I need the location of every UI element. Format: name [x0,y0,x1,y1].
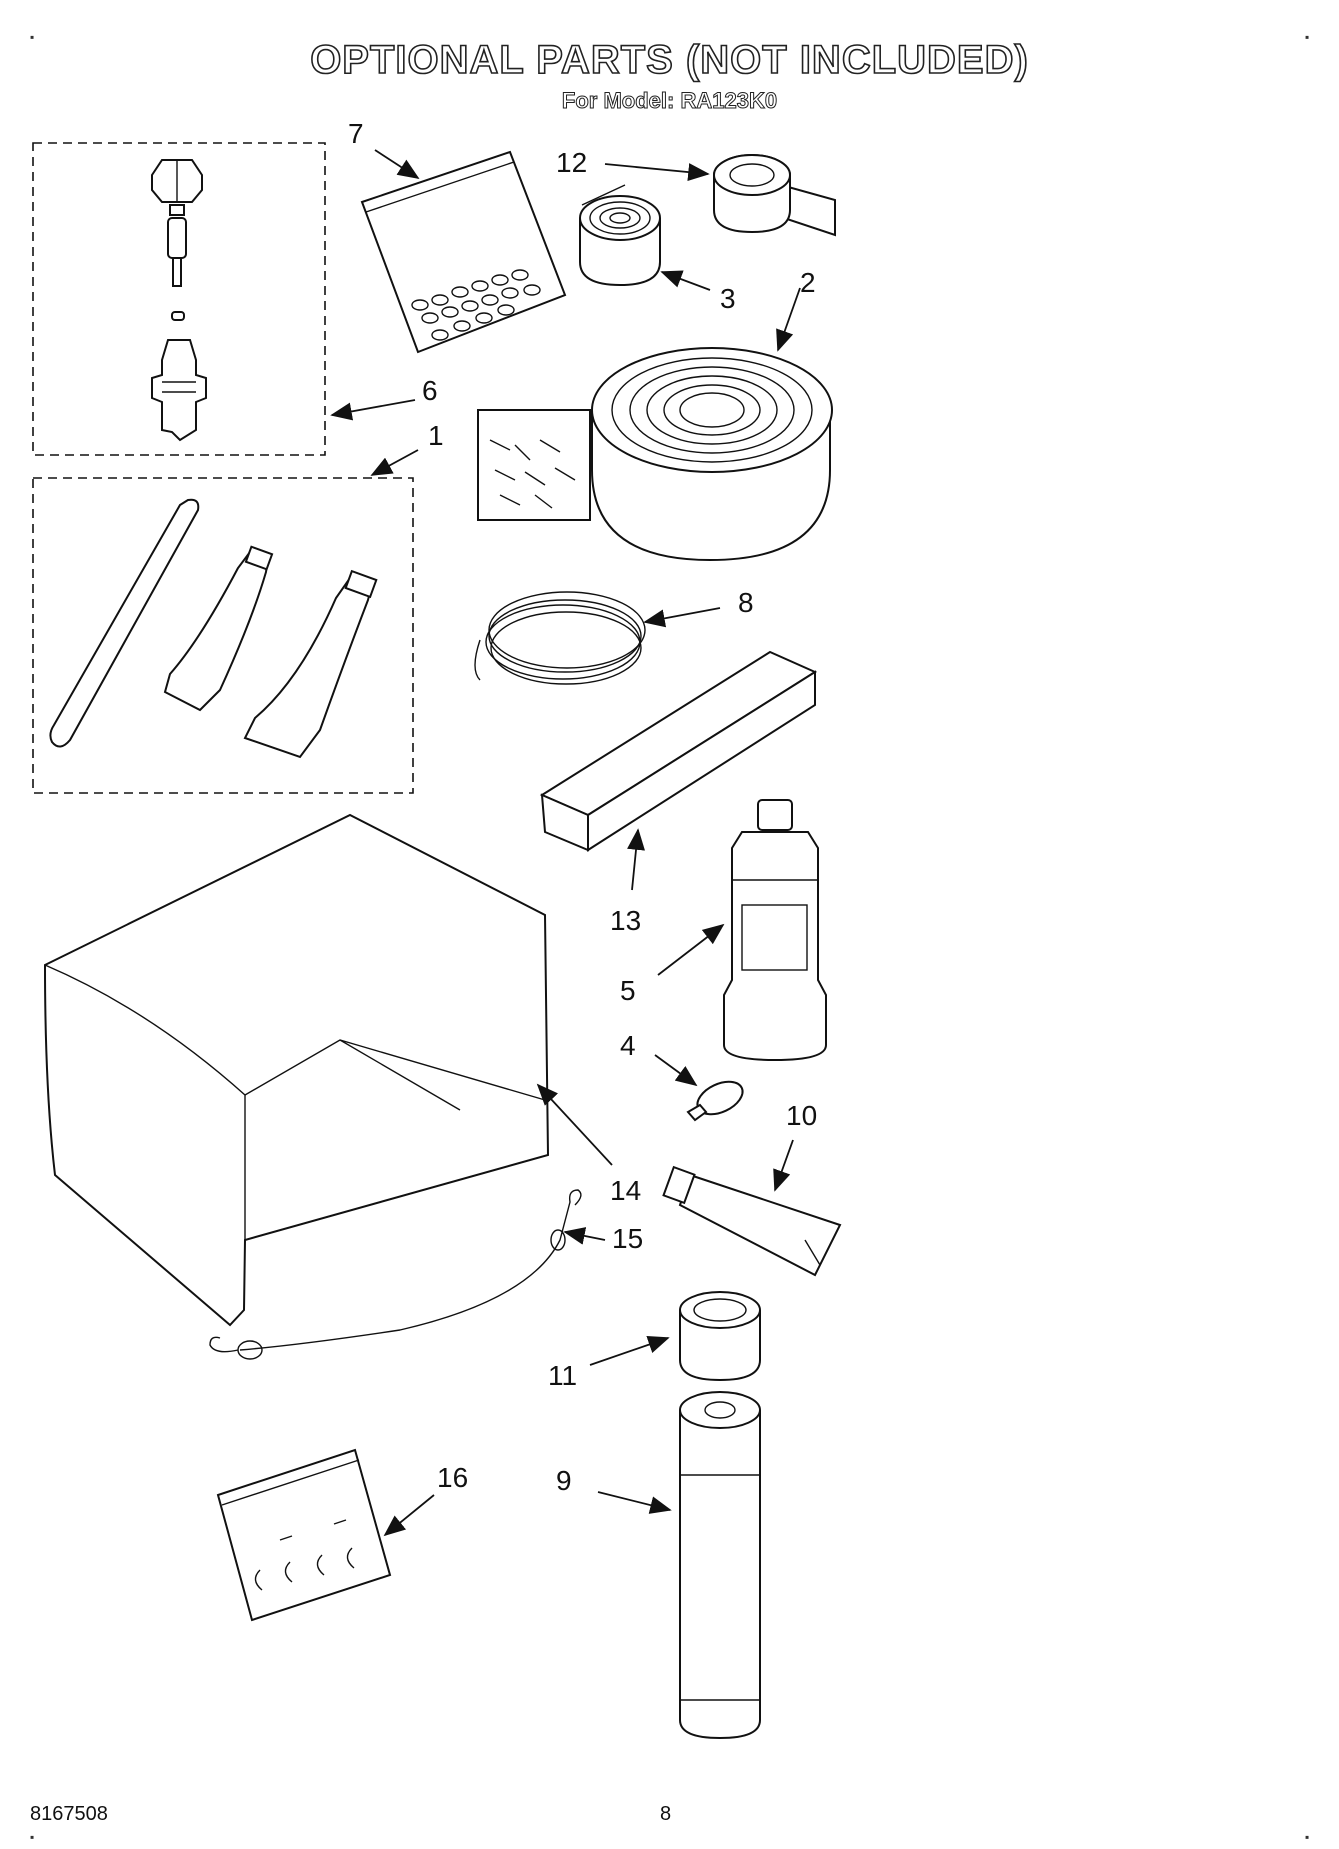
leader-2 [776,287,801,352]
part-5-bottle [723,799,827,1062]
leader-11 [589,1335,670,1366]
leader-16 [383,1494,435,1537]
part-10-tube [662,1165,842,1277]
callout-15: 15 [612,1223,643,1254]
part-11-coupling [679,1291,761,1382]
corner-mark-top-right: ▪ [1305,30,1310,44]
callout-13: 13 [610,905,641,936]
corner-mark-bottom-left: ▪ [30,1830,35,1844]
part-9-spray-can [679,1391,761,1740]
part-8-coiled-wire [474,591,646,685]
part-number: 8167508 [30,1803,108,1825]
callout-6: 6 [422,375,438,406]
leader-10 [773,1139,794,1192]
part-16-clip-bag [216,1448,392,1622]
leader-9 [597,1491,672,1514]
callout-3: 3 [720,283,736,314]
callout-12: 12 [556,147,587,178]
part-2-insulation-roll [477,347,833,562]
part-13-foam-block [539,650,818,852]
part-7-parts-bag [360,150,567,354]
leader-6 [330,399,416,421]
callout-10: 10 [786,1100,817,1131]
part-1-tube-kit [32,477,414,794]
callout-4: 4 [620,1030,636,1061]
callout-9: 9 [556,1465,572,1496]
leader-4 [654,1054,698,1087]
callout-11: 11 [548,1360,577,1391]
page-number: 8 [660,1803,672,1825]
page-title: OPTIONAL PARTS (NOT INCLUDED) [309,37,1029,83]
leader-5 [657,923,725,976]
callout-8: 8 [738,587,754,618]
leader-1 [370,449,419,476]
model-subtitle: For Model: RA123K0 [561,88,778,114]
corner-mark-bottom-right: ▪ [1305,1830,1310,1844]
leader-3 [660,270,711,291]
callout-5: 5 [620,975,636,1006]
part-6-valve-assembly [32,142,326,456]
part-14-cover [43,813,550,1327]
part-3-coil-tape [579,184,661,287]
part-4-plug [686,1080,744,1122]
callout-16: 16 [437,1462,468,1493]
leader-7 [374,149,420,179]
leader-12 [604,163,710,182]
callout-7: 7 [348,118,364,149]
part-12-tape-roll [713,154,836,237]
part-15-cord-hook [209,1189,582,1360]
callout-14: 14 [610,1175,641,1206]
leader-8 [643,607,721,628]
leader-13 [627,828,645,891]
corner-mark-top-left: ▪ [30,30,35,44]
callout-2: 2 [800,267,816,298]
callout-1: 1 [428,420,444,451]
leader-15 [563,1227,606,1245]
leader-14 [536,1083,613,1166]
